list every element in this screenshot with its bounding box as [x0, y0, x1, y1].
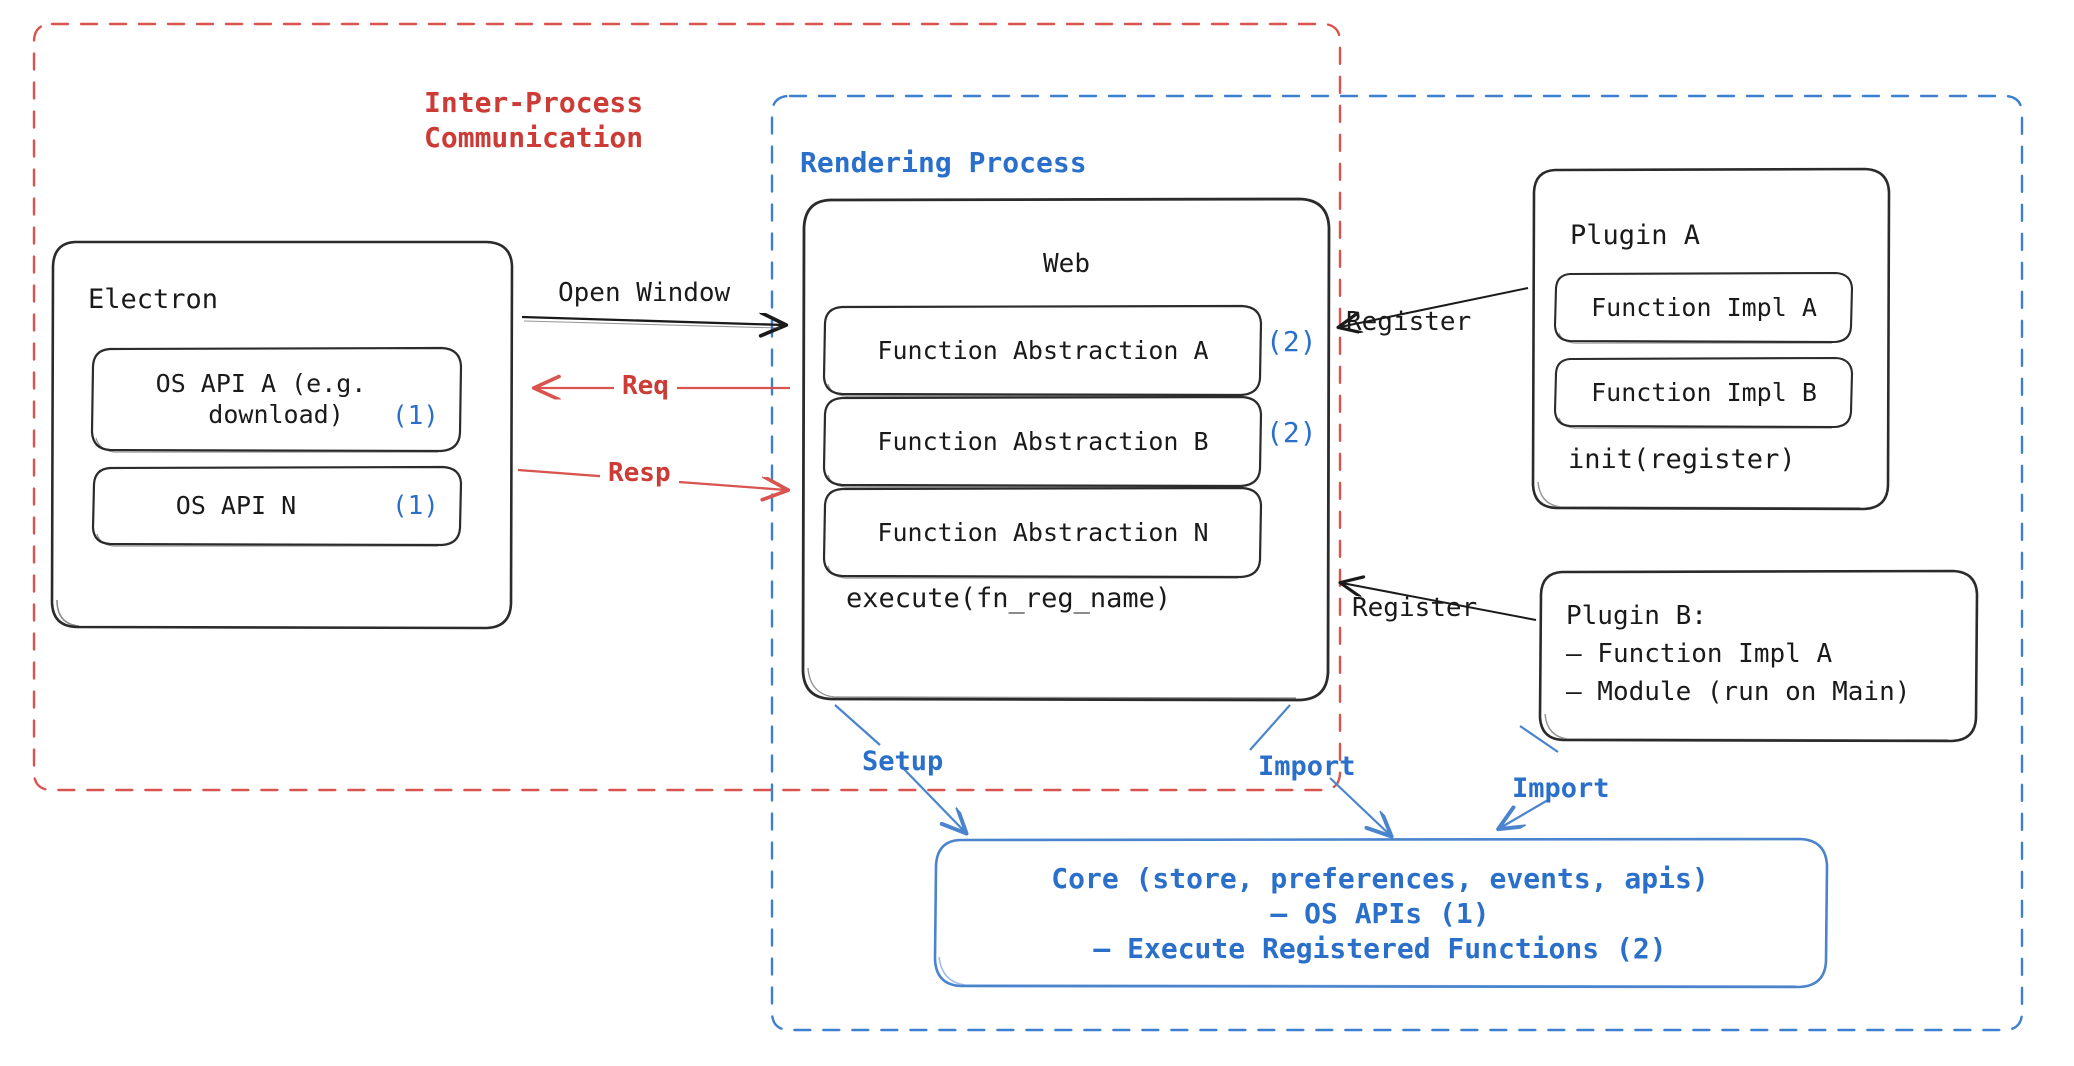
arrow-open-window	[521, 317, 784, 328]
function-impl-a-label: Function Impl A	[1591, 293, 1817, 323]
arrow-label-open-window: Open Window	[558, 278, 731, 308]
function-impl-b-label: Function Impl B	[1591, 378, 1817, 408]
rendering-process-title: Rendering Process	[800, 146, 1087, 179]
plugin-a-init-label: init(register)	[1568, 444, 1796, 475]
function-abstraction-a-label: Function Abstraction A	[877, 336, 1209, 366]
electron-title: Electron	[88, 284, 219, 315]
function-abstraction-a-tag: (2)	[1266, 325, 1317, 358]
web-execute-label: execute(fn_reg_name)	[846, 583, 1172, 614]
arrow-label-setup: Setup	[862, 746, 944, 777]
function-abstraction-n-label: Function Abstraction N	[877, 518, 1209, 548]
function-abstraction-b-tag: (2)	[1266, 416, 1317, 449]
web-title: Web	[1043, 248, 1090, 279]
plugin-b-lines: Plugin B: – Function Impl A – Module (ru…	[1566, 601, 1911, 707]
arrow-label-import-right: Import	[1512, 773, 1610, 804]
os-api-n-label: OS API N	[175, 491, 297, 521]
arrow-label-register-top: Register	[1346, 307, 1472, 337]
plugin-a-title: Plugin A	[1570, 220, 1701, 251]
arrow-label-import-left: Import	[1258, 751, 1356, 782]
os-api-n-tag: (1)	[392, 491, 439, 521]
ipc-title: Inter-Process Communication	[424, 86, 644, 154]
core-lines: Core (store, preferences, events, apis) …	[1051, 861, 1709, 965]
arrow-label-req: Req	[614, 370, 677, 403]
function-abstraction-b-label: Function Abstraction B	[877, 427, 1209, 457]
arrow-label-resp: Resp	[600, 457, 679, 490]
os-api-a-label: OS API A (e.g. download)	[155, 368, 367, 429]
os-api-a-tag: (1)	[392, 401, 439, 431]
arrow-label-register-bottom: Register	[1352, 593, 1478, 623]
